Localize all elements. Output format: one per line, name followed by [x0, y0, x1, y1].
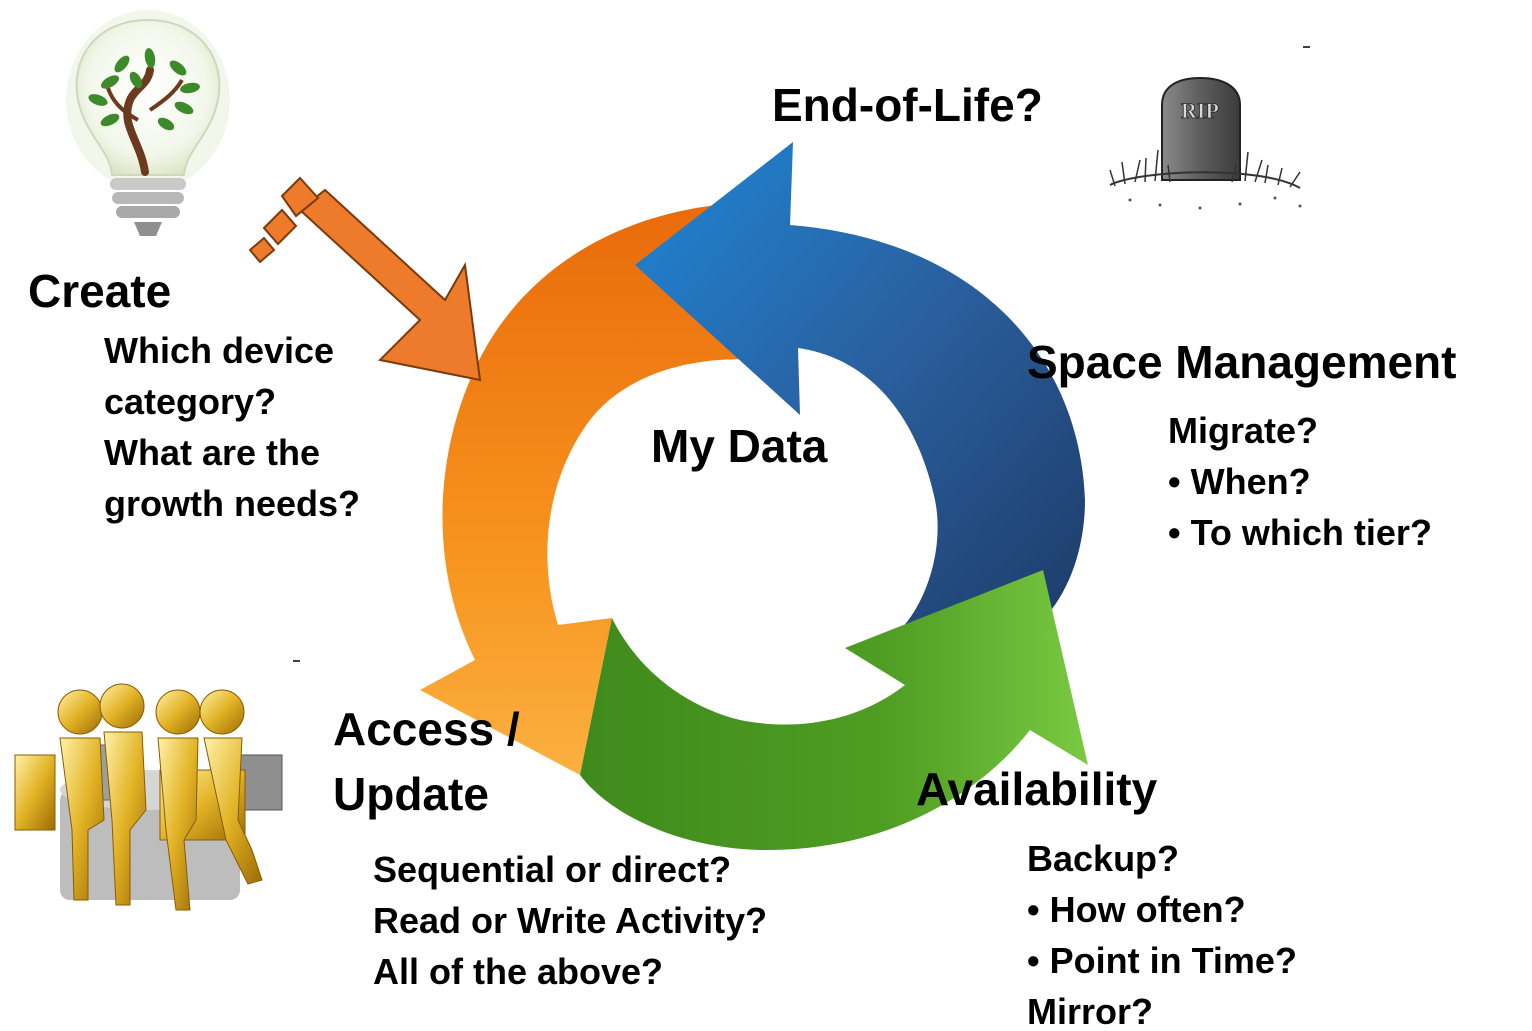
people-computers-icon	[14, 683, 283, 911]
access-update-title-line2: Update	[333, 768, 489, 820]
space-management-line: Migrate?	[1168, 410, 1319, 451]
availability-line: Mirror?	[1027, 991, 1153, 1031]
access-update-line: All of the above?	[373, 951, 664, 992]
availability-line: • Point in Time?	[1027, 940, 1297, 981]
create-title: Create	[28, 265, 172, 317]
availability-details: Backup? • How often? • Point in Time? Mi…	[1027, 841, 1297, 1031]
space-management-details: Migrate? • When? • To which tier?	[1168, 413, 1432, 566]
entry-arrow-icon	[248, 176, 482, 382]
space-management-line: • When?	[1168, 461, 1311, 502]
create-line: What are the	[104, 432, 321, 473]
availability-title: Availability	[916, 763, 1158, 815]
tombstone-text: RIP	[1181, 98, 1219, 123]
blue-cycle-arrow	[635, 142, 1085, 645]
access-update-line: Read or Write Activity?	[373, 900, 768, 941]
space-management-title: Space Management	[1027, 336, 1457, 388]
access-update-title-line1: Access /	[333, 703, 520, 755]
orange-cycle-arrow	[420, 203, 760, 775]
green-cycle-arrow	[580, 570, 1088, 851]
access-update-line: Sequential or direct?	[373, 849, 732, 890]
availability-line: Backup?	[1027, 838, 1180, 879]
access-update-details: Sequential or direct? Read or Write Acti…	[373, 852, 767, 1005]
space-management-line: • To which tier?	[1168, 512, 1432, 553]
create-line: growth needs?	[104, 483, 361, 524]
end-of-life-title: End-of-Life?	[772, 79, 1043, 131]
availability-line: • How often?	[1027, 889, 1246, 930]
tombstone-icon: RIP	[1109, 76, 1302, 210]
create-line: category?	[104, 381, 277, 422]
lightbulb-tree-icon	[66, 10, 230, 236]
create-details: Which device category? What are the grow…	[104, 333, 360, 537]
center-label: My Data	[651, 420, 828, 472]
create-line: Which device	[104, 330, 335, 371]
